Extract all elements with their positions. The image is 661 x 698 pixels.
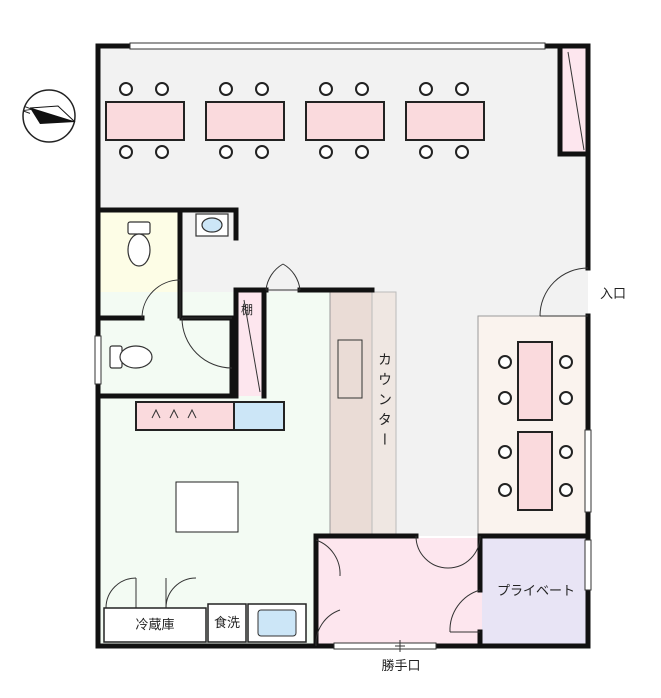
washbasin bbox=[195, 213, 229, 237]
kitchen-island bbox=[175, 481, 239, 533]
kitchen-upper-counter bbox=[135, 401, 235, 431]
dining-tables-right bbox=[517, 341, 553, 511]
back-room-floor bbox=[316, 538, 482, 644]
dishwasher bbox=[207, 603, 247, 643]
compass-north-label: N bbox=[22, 105, 35, 116]
right-window bbox=[584, 429, 592, 513]
right-window-2 bbox=[584, 539, 592, 591]
top-window bbox=[129, 42, 546, 50]
chairs-top bbox=[119, 82, 469, 159]
burner-marks bbox=[151, 408, 197, 419]
shelf-floor bbox=[236, 292, 264, 396]
table bbox=[105, 101, 185, 141]
table bbox=[205, 101, 285, 141]
private-room-label: プライベート bbox=[497, 584, 575, 599]
counter-label: カウンター bbox=[376, 352, 392, 452]
table bbox=[517, 431, 553, 511]
corner-closet bbox=[560, 46, 588, 154]
chairs-right bbox=[498, 355, 573, 497]
kitchen-upper-sink bbox=[233, 401, 285, 431]
refrigerator bbox=[103, 607, 207, 643]
dining-tables-top bbox=[105, 101, 485, 141]
counter-inner-slot bbox=[337, 339, 363, 399]
table bbox=[305, 101, 385, 141]
entrance-label: 入口 bbox=[600, 287, 626, 302]
back-door-label: 勝手口 bbox=[381, 659, 420, 674]
left-window bbox=[94, 335, 102, 385]
doors bbox=[105, 263, 589, 647]
kitchen-sink-basin bbox=[257, 609, 297, 637]
back-door-frame bbox=[333, 642, 437, 650]
table bbox=[517, 341, 553, 421]
compass-icon bbox=[22, 89, 76, 143]
toilet-2 bbox=[109, 345, 153, 369]
shelf-label: 棚 bbox=[241, 302, 253, 317]
private-room-floor bbox=[482, 538, 586, 644]
shelf-diagonal bbox=[243, 299, 261, 393]
counter-seating-strip bbox=[371, 291, 397, 537]
toilet-1 bbox=[127, 221, 151, 267]
refrigerator-label: 冷蔵庫 bbox=[135, 618, 174, 633]
closet-diagonal bbox=[567, 51, 585, 151]
table bbox=[405, 101, 485, 141]
counter-top bbox=[329, 291, 373, 537]
dishwasher-label: 食洗 bbox=[214, 615, 240, 631]
